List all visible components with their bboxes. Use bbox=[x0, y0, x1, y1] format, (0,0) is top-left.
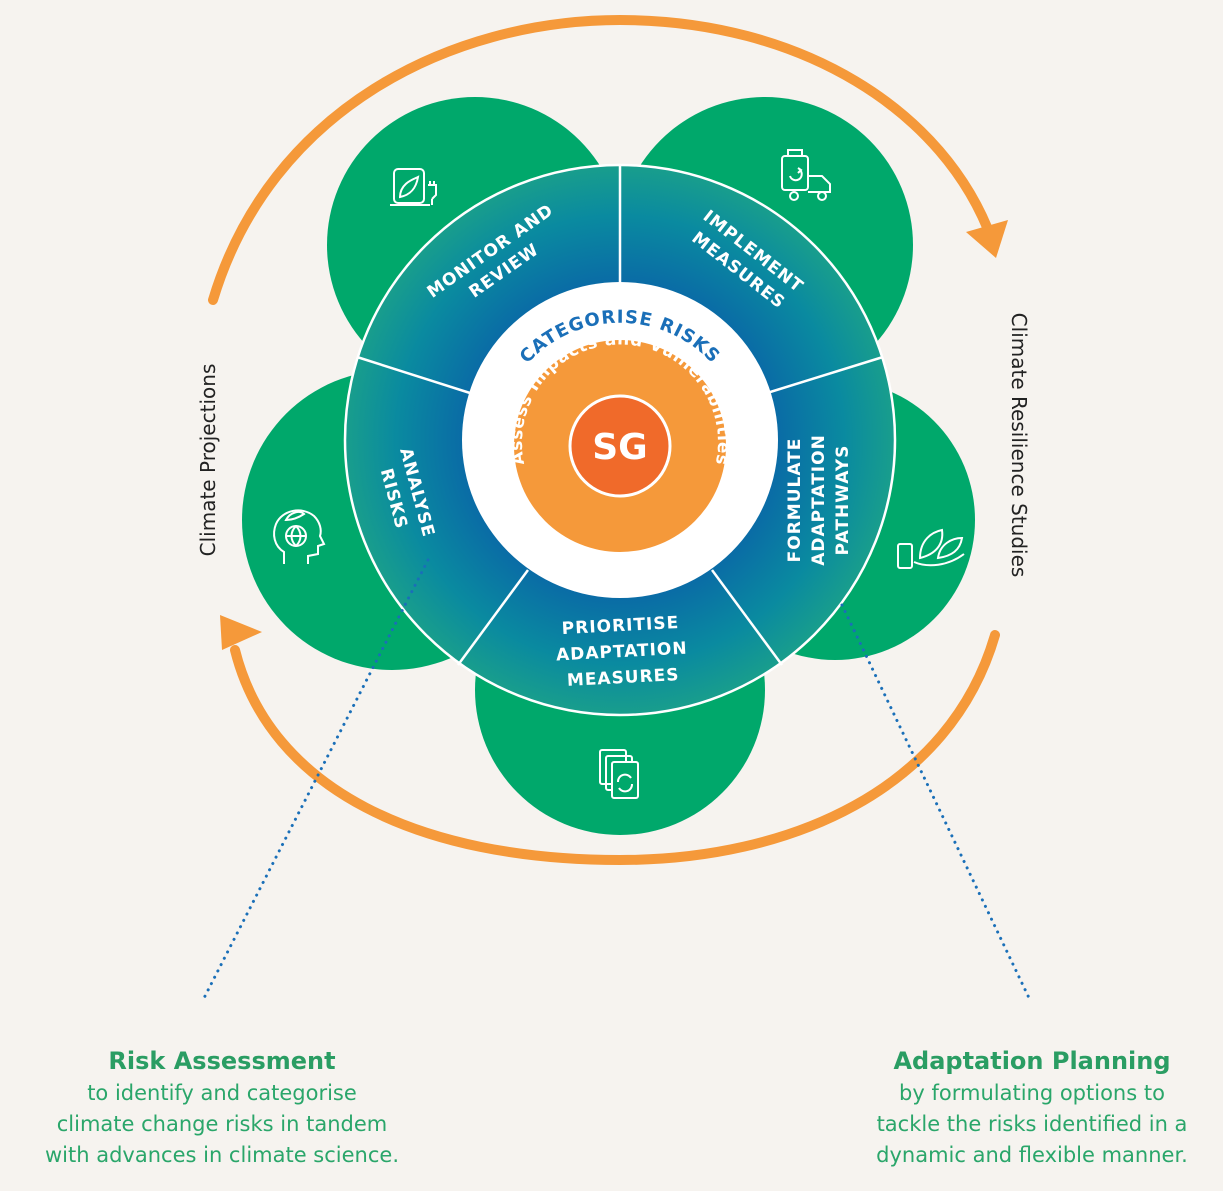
leader-line-left bbox=[201, 558, 430, 1002]
recycle-truck-icon bbox=[781, 149, 831, 201]
document-refresh-icon bbox=[599, 749, 639, 799]
cycle-arrow-top bbox=[208, 14, 997, 305]
climate-resilience-studies-label: Climate Resilience Studies bbox=[1007, 313, 1031, 578]
adaptation-planning-caption: Adaptation Planning by formulating optio… bbox=[822, 1044, 1223, 1171]
segment-formulate-label: FORMULATE ADAPTATION PATHWAYS bbox=[785, 434, 853, 566]
leader-line-right bbox=[840, 603, 1032, 1002]
risk-assessment-body: to identify and categorise climate chang… bbox=[45, 1081, 399, 1167]
svg-text:ADAPTATION: ADAPTATION bbox=[809, 434, 829, 566]
head-globe-icon bbox=[273, 509, 326, 564]
segment-prioritise-label: PRIORITISE ADAPTATION MEASURES bbox=[556, 613, 688, 691]
cycle-arrowhead-right bbox=[966, 220, 1008, 258]
center-badge bbox=[568, 394, 672, 498]
segment-dividers bbox=[356, 165, 884, 666]
phone-leaf-icon bbox=[897, 528, 965, 569]
svg-text:FORMULATE: FORMULATE bbox=[785, 438, 805, 563]
svg-text:PATHWAYS: PATHWAYS bbox=[833, 445, 853, 556]
cycle-arrow-bottom bbox=[230, 630, 1000, 866]
adaptation-planning-title: Adaptation Planning bbox=[893, 1047, 1171, 1075]
climate-projections-label: Climate Projections bbox=[196, 364, 220, 557]
cycle-arrowhead-left bbox=[220, 615, 262, 650]
adaptation-planning-body: by formulating options to tackle the ris… bbox=[876, 1081, 1188, 1167]
risk-assessment-caption: Risk Assessment to identify and categori… bbox=[12, 1044, 432, 1171]
center-label: SG bbox=[592, 427, 647, 468]
plant-plug-icon bbox=[390, 168, 437, 206]
risk-assessment-title: Risk Assessment bbox=[108, 1047, 336, 1075]
